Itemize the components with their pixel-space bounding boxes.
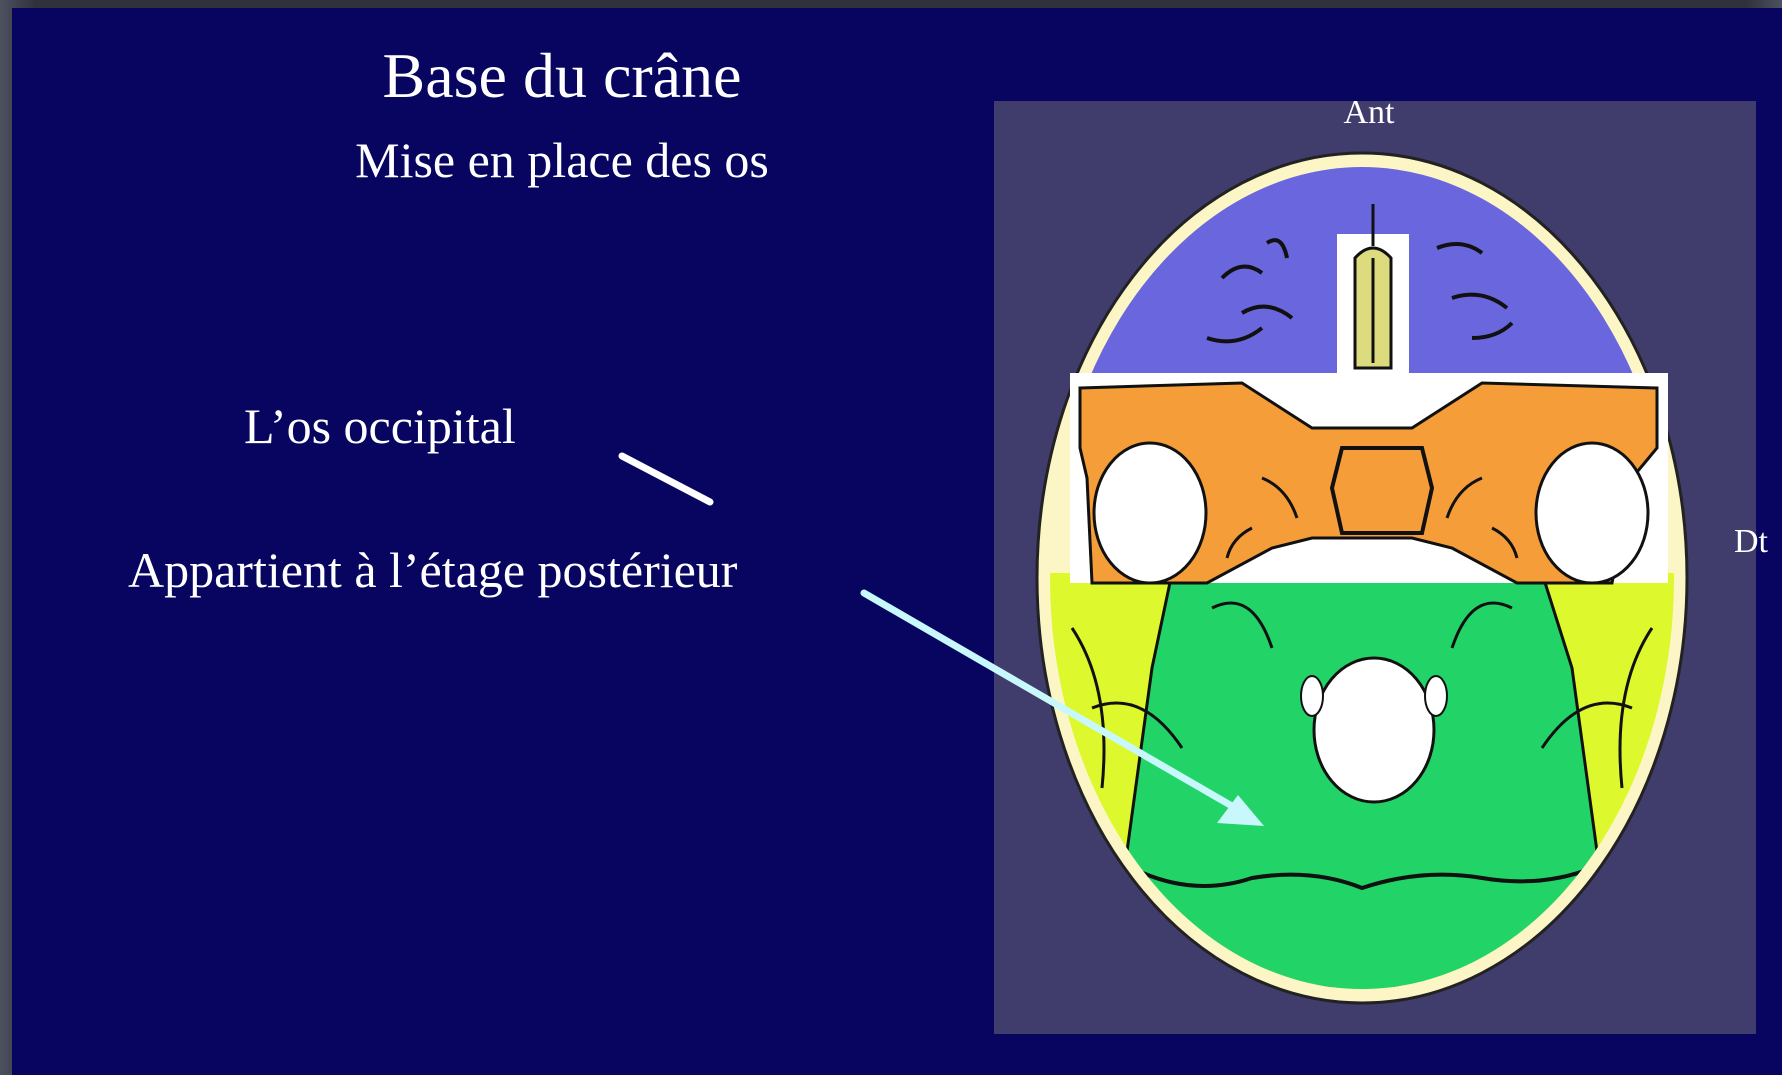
anterior-label: Ant xyxy=(1344,94,1396,131)
right-condylar-foramen xyxy=(1425,676,1447,716)
skull-base-figure: Ant Dt xyxy=(12,8,1782,1075)
slide: Base du crâne Mise en place des os L’os … xyxy=(12,8,1782,1075)
sella-turcica xyxy=(1332,448,1432,533)
label-connector-line xyxy=(622,456,710,502)
right-side-label: Dt xyxy=(1734,523,1769,560)
left-condylar-foramen xyxy=(1301,676,1323,716)
foramen-magnum xyxy=(1314,658,1434,802)
right-middle-fossa-opening xyxy=(1536,443,1648,583)
left-middle-fossa-opening xyxy=(1094,443,1206,583)
